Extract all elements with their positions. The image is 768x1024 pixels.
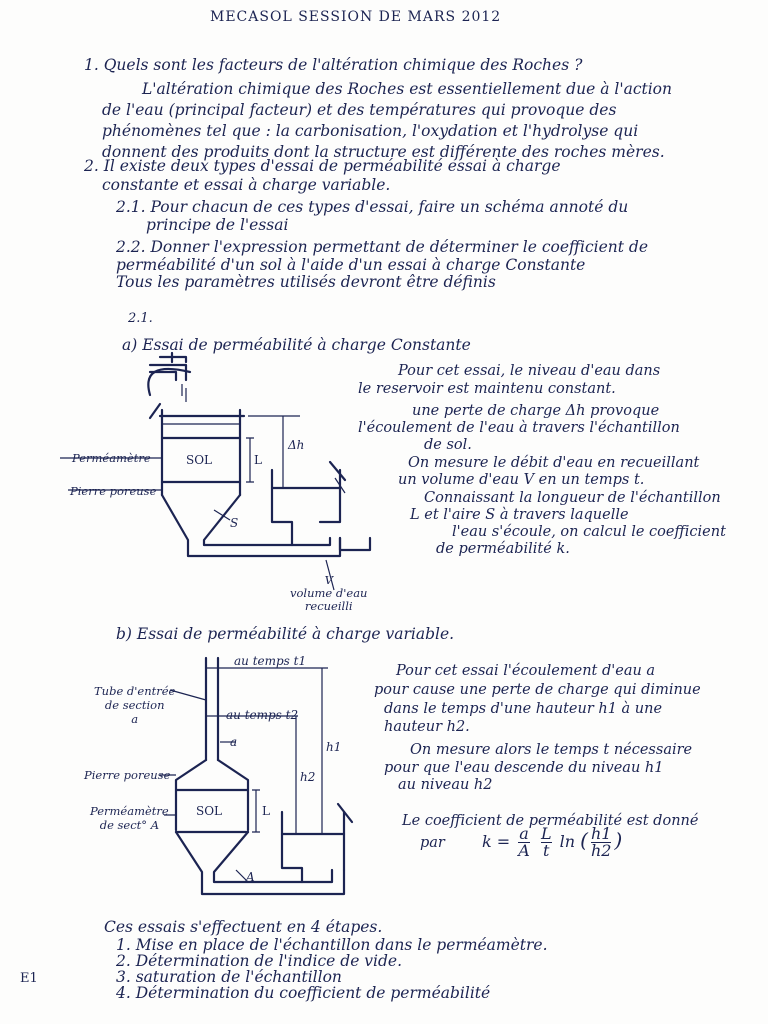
essai-b-text-1: Pour cet essai l'écoulement d'eau a bbox=[396, 663, 656, 679]
answer-1-line-1: L'altération chimique des Roches est ess… bbox=[142, 80, 672, 98]
label-tube: Tube d'entrée de section a bbox=[94, 684, 176, 726]
question-2-1-line-2: principe de l'essai bbox=[146, 216, 289, 234]
question-2-intro-2: constante et essai à charge variable. bbox=[102, 176, 391, 194]
step-3: 3. saturation de l'échantillon bbox=[116, 968, 342, 986]
essai-a-text-11: de perméabilité k. bbox=[436, 541, 570, 557]
essai-a-text-2: le reservoir est maintenu constant. bbox=[358, 381, 616, 397]
label-h2: h2 bbox=[300, 770, 316, 784]
essai-a-text-1: Pour cet essai, le niveau d'eau dans bbox=[398, 363, 661, 379]
formula-a: a bbox=[518, 824, 530, 843]
essai-a-text-10: l'eau s'écoule, on calcul le coefficient bbox=[452, 524, 726, 540]
label-pierre-poreuse-b: Pierre poreuse bbox=[84, 768, 171, 782]
essai-b-text-7: au niveau h2 bbox=[398, 777, 493, 793]
label-permeametre-b: Perméamètre de sect° A bbox=[90, 804, 169, 832]
formula-h2: h2 bbox=[590, 841, 612, 860]
essai-a-text-3: une perte de charge Δh provoque bbox=[412, 403, 660, 419]
essai-a-text-4: l'écoulement de l'eau à travers l'échant… bbox=[358, 420, 680, 436]
answer-1-line-4: donnent des produits dont la structure e… bbox=[102, 143, 665, 161]
label-length: L bbox=[254, 453, 262, 467]
question-1: 1. Quels sont les facteurs de l'altérati… bbox=[84, 56, 583, 74]
label-t2: au temps t2 bbox=[226, 708, 299, 722]
essai-b-text-8: Le coefficient de perméabilité est donné bbox=[402, 813, 699, 829]
label-a: a bbox=[230, 735, 238, 749]
essai-b-text-6: pour que l'eau descende du niveau h1 bbox=[384, 760, 664, 776]
page-label: E1 bbox=[20, 971, 38, 986]
answer-1-line-2: de l'eau (principal facteur) et des temp… bbox=[102, 101, 617, 119]
question-2-2-line-2: perméabilité d'un sol à l'aide d'un essa… bbox=[116, 256, 586, 274]
step-1: 1. Mise en place de l'échantillon dans l… bbox=[116, 936, 548, 954]
essai-b-text-5: On mesure alors le temps t nécessaire bbox=[410, 742, 693, 758]
essai-a-text-8: Connaissant la longueur de l'échantillon bbox=[424, 490, 721, 506]
label-t1: au temps t1 bbox=[234, 654, 307, 668]
step-2: 2. Détermination de l'indice de vide. bbox=[116, 952, 403, 970]
question-2-2-line-1: 2.2. Donner l'expression permettant de d… bbox=[116, 238, 648, 256]
essai-a-text-9: L et l'aire S à travers laquelle bbox=[410, 507, 629, 523]
label-sol-b: SOL bbox=[196, 804, 223, 818]
steps-intro: Ces essais s'effectuent en 4 étapes. bbox=[104, 918, 383, 936]
formula-k: k = bbox=[482, 832, 511, 851]
label-volume: V volume d'eau recueilli bbox=[290, 573, 368, 613]
essai-a-text-7: un volume d'eau V en un temps t. bbox=[398, 472, 645, 488]
label-A: A bbox=[246, 870, 255, 884]
answer-1-line-3: phénomènes tel que : la carbonisation, l… bbox=[102, 122, 639, 140]
essai-b-text-9: par bbox=[420, 835, 445, 851]
label-permeametre: Perméamètre bbox=[72, 451, 151, 465]
essai-b-text-3: dans le temps d'une hauteur h1 à une bbox=[384, 701, 663, 717]
question-2-intro-1: 2. Il existe deux types d'essai de permé… bbox=[84, 157, 561, 175]
essai-b-text-2: pour cause une perte de charge qui dimin… bbox=[374, 682, 701, 698]
label-section: S bbox=[230, 516, 239, 530]
label-pierre-poreuse: Pierre poreuse bbox=[70, 484, 157, 498]
formula-ln: ln bbox=[559, 832, 576, 851]
question-2-1-line-1: 2.1. Pour chacun de ces types d'essai, f… bbox=[116, 198, 629, 216]
label-sol: SOL bbox=[186, 453, 213, 467]
step-4: 4. Détermination du coefficient de permé… bbox=[116, 984, 491, 1002]
section-label: 2.1. bbox=[128, 311, 153, 326]
formula-A: A bbox=[518, 841, 530, 860]
formula-t: t bbox=[543, 841, 550, 860]
formula-h1: h1 bbox=[590, 824, 612, 843]
essai-a-title: a) Essai de perméabilité à charge Consta… bbox=[122, 336, 471, 354]
question-2-2-line-3: Tous les paramètres utilisés devront êtr… bbox=[116, 273, 496, 291]
label-h1: h1 bbox=[326, 740, 342, 754]
essai-b-text-4: hauteur h2. bbox=[384, 719, 470, 735]
page-header: MECASOL SESSION DE MARS 2012 bbox=[210, 9, 502, 25]
essai-a-text-6: On mesure le débit d'eau en recueillant bbox=[408, 455, 700, 471]
formula-L: L bbox=[540, 824, 552, 843]
essai-a-text-5: de sol. bbox=[424, 437, 472, 453]
label-length-b: L bbox=[262, 804, 270, 818]
label-delta-h: Δh bbox=[288, 438, 305, 452]
essai-b-title: b) Essai de perméabilité à charge variab… bbox=[116, 625, 455, 643]
